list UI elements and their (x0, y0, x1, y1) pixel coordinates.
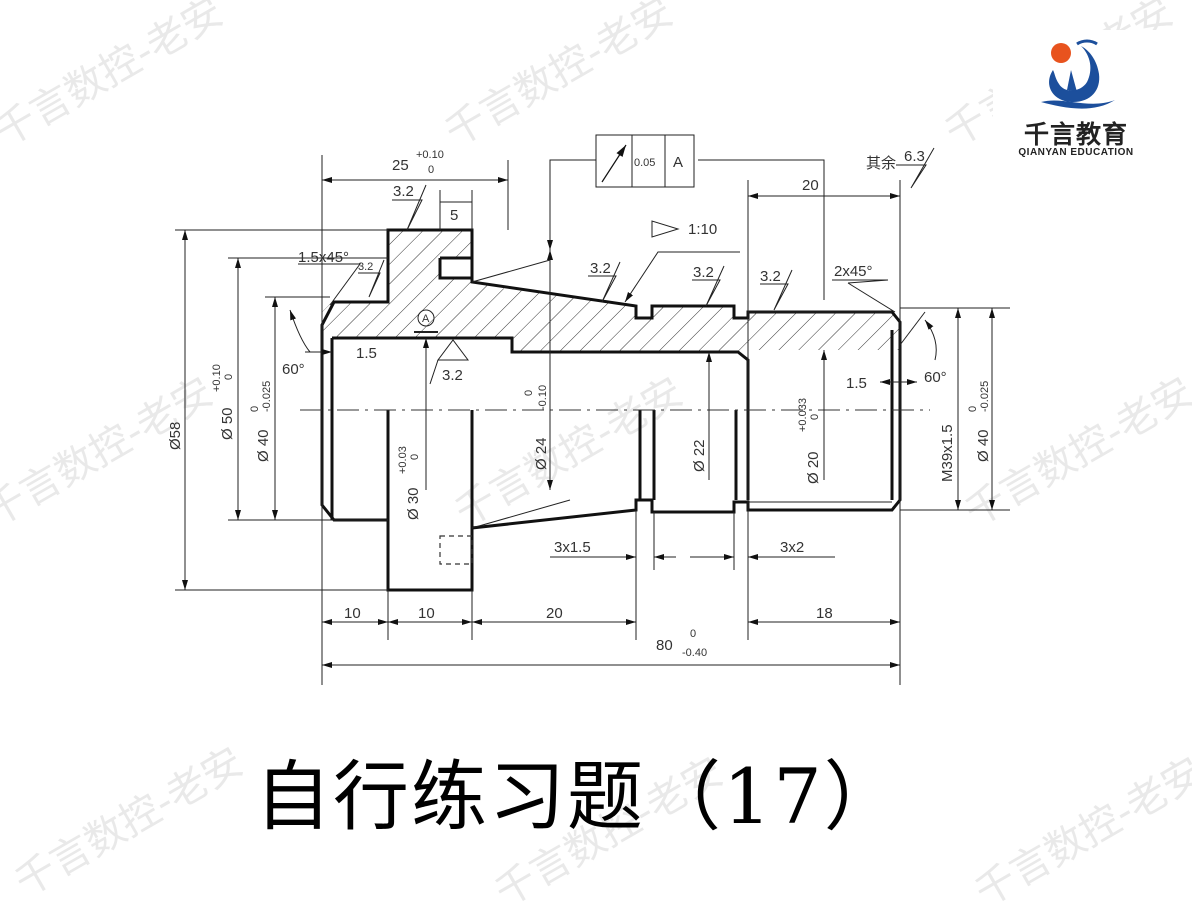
roughness-symbols (358, 147, 935, 385)
qianyan-logo: 千言教育 QIANYAN EDUCATION (993, 30, 1159, 162)
svg-text:+0.10: +0.10 (211, 364, 223, 392)
svg-text:2x45°: 2x45° (834, 263, 873, 280)
svg-text:3x2: 3x2 (780, 539, 804, 556)
taper-ratio: 1:10 (688, 221, 717, 238)
logo-name-cn: 千言教育 (1023, 120, 1128, 149)
svg-text:0: 0 (428, 164, 434, 176)
svg-text:+0.033: +0.033 (797, 398, 809, 432)
roughness-icon (392, 184, 427, 231)
exercise-title: 自行练习题（17） (255, 752, 902, 841)
roughness-icon (358, 259, 385, 298)
svg-text:-0.40: -0.40 (682, 647, 707, 659)
svg-text:Ø 24: Ø 24 (533, 437, 550, 470)
svg-text:0: 0 (967, 406, 979, 412)
svg-text:3.2: 3.2 (358, 261, 373, 273)
diameter-dimension-texts: Ø58 Ø 50 +0.10 0 Ø 40 0 -0.025 Ø 30 +0.0… (167, 364, 992, 520)
svg-text:0: 0 (523, 390, 535, 396)
svg-text:5: 5 (450, 207, 458, 224)
svg-text:20: 20 (546, 605, 563, 622)
dimension-lines (182, 159, 995, 668)
svg-text:80: 80 (656, 637, 673, 654)
roughness-icon (692, 265, 725, 307)
svg-text:18: 18 (816, 605, 833, 622)
svg-text:0: 0 (409, 454, 421, 460)
svg-text:-0.10: -0.10 (537, 385, 549, 410)
svg-text:0.05: 0.05 (634, 157, 655, 169)
svg-text:60°: 60° (924, 369, 947, 386)
svg-text:1.5x45°: 1.5x45° (298, 249, 349, 266)
svg-text:3.2: 3.2 (393, 183, 414, 200)
svg-text:3.2: 3.2 (693, 264, 714, 281)
runout-arrow-icon (601, 144, 627, 183)
logo-emblem-icon (1041, 39, 1115, 109)
logo-name-en: QIANYAN EDUCATION (1018, 147, 1134, 158)
roughness-icon (896, 147, 935, 189)
svg-text:Ø58: Ø58 (167, 422, 184, 450)
roughness-rest-label: 其余 (866, 154, 896, 172)
datum-a-marker: A (414, 309, 438, 333)
svg-text:Ø 40: Ø 40 (255, 429, 272, 462)
extension-lines (175, 155, 1010, 685)
svg-text:1.5: 1.5 (846, 375, 867, 392)
svg-text:6.3: 6.3 (904, 148, 925, 165)
svg-text:3.2: 3.2 (760, 268, 781, 285)
svg-text:A: A (673, 154, 683, 171)
shaft-section-drawing: 0.05 A 1:10 3.2 3.2 3.2 3.2 3.2 3.2 其余 6… (167, 134, 1010, 685)
hatched-section (322, 230, 900, 358)
svg-text:3.2: 3.2 (442, 367, 463, 384)
svg-text:3x1.5: 3x1.5 (554, 539, 591, 556)
svg-text:Ø 50: Ø 50 (219, 407, 236, 440)
svg-text:10: 10 (418, 605, 435, 622)
runout-tolerance-frame: 0.05 A (595, 134, 695, 188)
svg-text:3.2: 3.2 (590, 260, 611, 277)
svg-text:60°: 60° (282, 361, 305, 378)
svg-text:Ø 22: Ø 22 (691, 439, 708, 472)
svg-text:0: 0 (223, 374, 235, 380)
svg-text:10: 10 (344, 605, 361, 622)
svg-text:Ø 20: Ø 20 (805, 451, 822, 484)
svg-text:+0.03: +0.03 (397, 446, 409, 474)
svg-text:0: 0 (809, 414, 821, 420)
svg-text:0: 0 (249, 406, 261, 412)
taper-icon (651, 220, 680, 238)
svg-text:-0.025: -0.025 (261, 381, 273, 412)
length-dimension-texts: 25 +0.10 0 5 20 10 10 20 18 80 0 -0.40 3… (282, 149, 947, 659)
svg-text:A: A (422, 313, 430, 325)
svg-text:20: 20 (802, 177, 819, 194)
svg-text:25: 25 (392, 157, 409, 174)
svg-text:Ø 30: Ø 30 (405, 487, 422, 520)
roughness-icon (588, 261, 621, 303)
svg-text:1.5: 1.5 (356, 345, 377, 362)
roughness-icon (760, 269, 793, 311)
svg-text:Ø 40: Ø 40 (975, 429, 992, 462)
roughness-icon (429, 339, 469, 385)
svg-text:M39x1.5: M39x1.5 (939, 424, 956, 482)
svg-text:+0.10: +0.10 (416, 149, 444, 161)
svg-text:0: 0 (690, 628, 696, 640)
svg-text:-0.025: -0.025 (979, 381, 991, 412)
